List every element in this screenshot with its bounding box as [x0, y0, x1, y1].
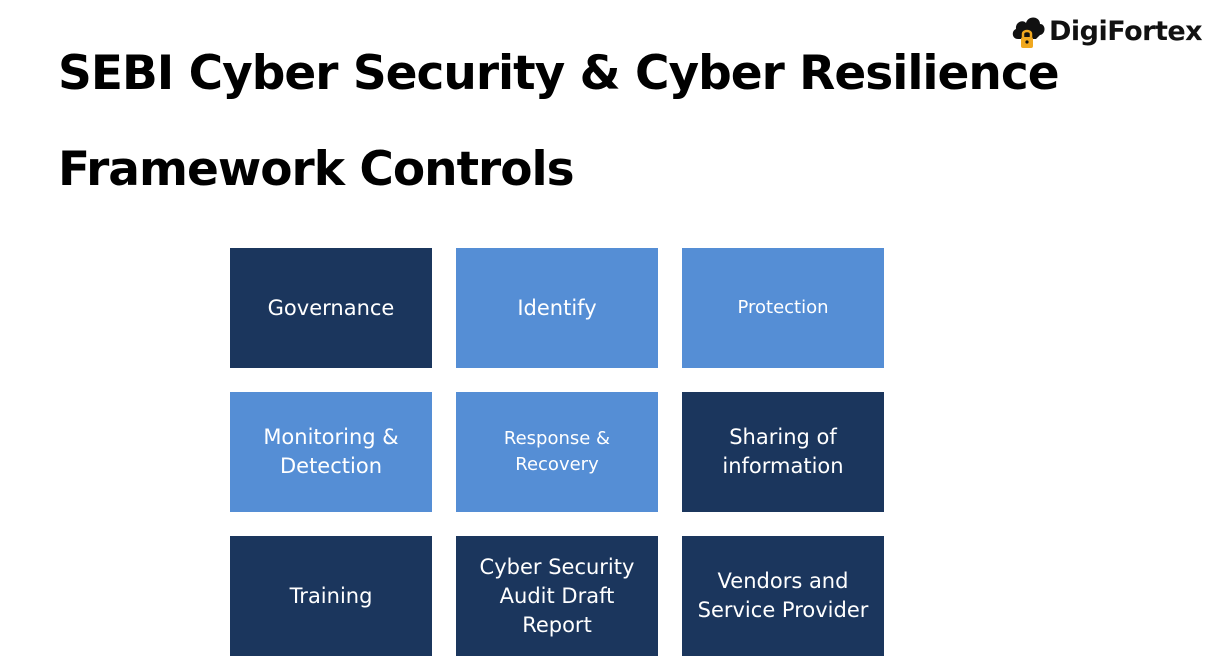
- tile-vendors-and-service-provider: Vendors and Service Provider: [682, 536, 884, 656]
- brand-logo: DigiFortex: [1010, 10, 1203, 52]
- tile-identify: Identify: [456, 248, 658, 368]
- tile-protection: Protection: [682, 248, 884, 368]
- tile-monitoring-detection: Monitoring & Detection: [230, 392, 432, 512]
- tile-response-recovery: Response & Recovery: [456, 392, 658, 512]
- tile-training: Training: [230, 536, 432, 656]
- logo-text: DigiFortex: [1049, 15, 1203, 47]
- tile-sharing-of-information: Sharing of information: [682, 392, 884, 512]
- tile-cyber-security-audit-draft-report: Cyber Security Audit Draft Report: [456, 536, 658, 656]
- page-title-line-1: SEBI Cyber Security & Cyber Resilience: [58, 46, 1060, 101]
- cloud-lock-icon: [1012, 17, 1045, 48]
- tile-governance: Governance: [230, 248, 432, 368]
- page-title-line-2: Framework Controls: [58, 142, 575, 197]
